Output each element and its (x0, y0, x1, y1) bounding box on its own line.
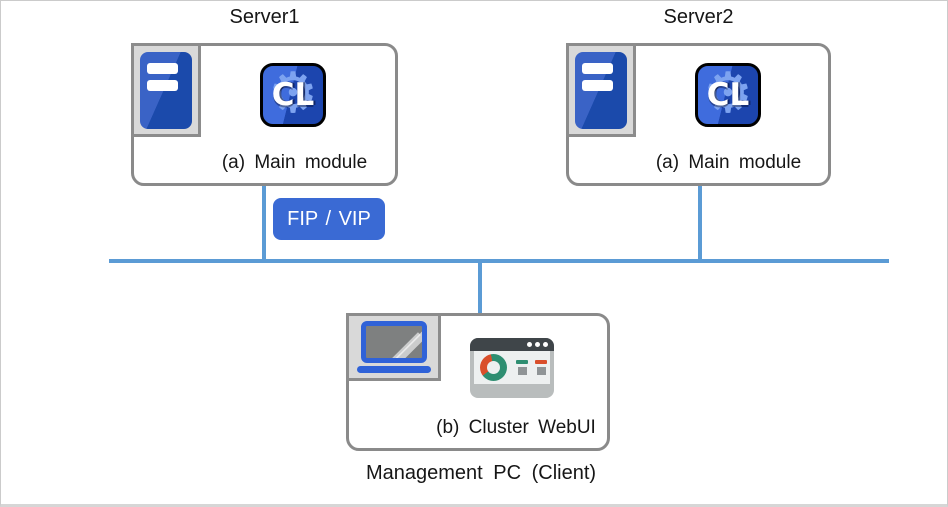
server-tower-icon (131, 43, 201, 137)
browser-window-dots (527, 342, 548, 347)
network-bus-line (109, 259, 889, 263)
laptop-base (356, 366, 431, 373)
gear-icon: ⚙ (267, 63, 319, 126)
stat-block (536, 367, 546, 375)
server-slot-bar (582, 63, 613, 74)
server2-network-link-line (698, 184, 702, 263)
stat-bar (535, 360, 547, 364)
server1-box: ⚙ CL (a) Main module (131, 43, 398, 186)
server-slot-bar (147, 80, 178, 91)
green-stat-widget (516, 360, 528, 375)
server-tower-glyph (140, 52, 192, 129)
management-pc-network-link-line (478, 261, 482, 314)
fip-vip-badge: FIP / VIP (273, 198, 385, 240)
server1-title: Server1 (229, 6, 300, 28)
server-slot-bar (147, 63, 178, 74)
browser-content-area (474, 351, 550, 384)
cl-app-icon-letters: CL (706, 77, 750, 113)
gear-icon: ⚙ (702, 63, 754, 126)
server-slot-bar (582, 80, 613, 91)
donut-chart-icon (480, 354, 507, 381)
management-pc-caption: Management PC (Client) (365, 462, 597, 484)
server2-module-label: (a) Main module (655, 152, 802, 173)
server2-title: Server2 (663, 6, 734, 28)
server2-box: ⚙ CL (a) Main module (566, 43, 831, 186)
server-tower-glyph (575, 52, 627, 129)
cl-app-icon: ⚙ CL (695, 63, 761, 127)
server-tower-icon (566, 43, 636, 137)
stat-block (517, 367, 527, 375)
cluster-webui-label: (b) Cluster WebUI (436, 417, 596, 438)
management-pc-box: (b) Cluster WebUI (346, 313, 610, 451)
laptop-icon (346, 313, 441, 381)
red-stat-widget (535, 360, 547, 375)
browser-dashboard-icon (470, 338, 554, 398)
cl-app-icon: ⚙ CL (260, 63, 326, 127)
stat-bar (516, 360, 528, 364)
server1-module-label: (a) Main module (221, 152, 368, 173)
cl-app-icon-letters: CL (271, 77, 315, 113)
server1-network-link-line (262, 184, 266, 263)
browser-titlebar (470, 338, 554, 351)
laptop-screen (360, 321, 427, 363)
